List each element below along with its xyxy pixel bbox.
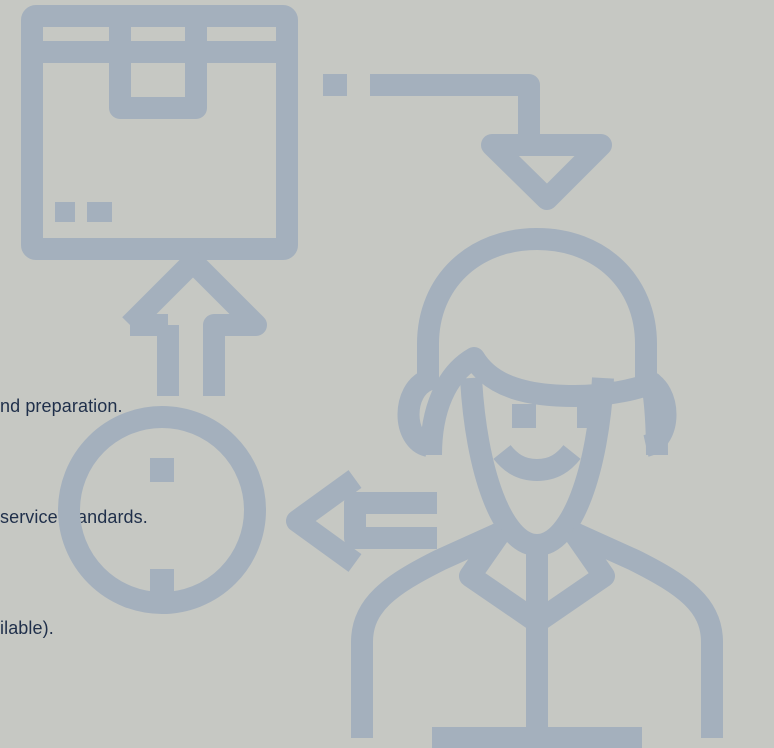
arrow-left-icon: [286, 470, 437, 572]
cycle-tick-bottom: [150, 569, 174, 593]
eye-left: [512, 404, 536, 428]
body-text-line-3: ilable).: [0, 618, 54, 638]
cycle-tick-top: [150, 458, 174, 482]
arrow-up-icon: [122, 251, 267, 396]
box-label-mark-2: [87, 202, 112, 222]
support-agent-icon: [351, 228, 723, 748]
body-text-line-1: nd preparation.: [0, 396, 123, 416]
eye-right: [577, 404, 601, 428]
box-label-mark-1: [55, 202, 75, 222]
package-box-icon: [21, 5, 298, 260]
box-tape-mark: [323, 74, 347, 96]
arrow-right-down-icon: [370, 74, 612, 210]
return-cycle-icon: [58, 406, 266, 614]
